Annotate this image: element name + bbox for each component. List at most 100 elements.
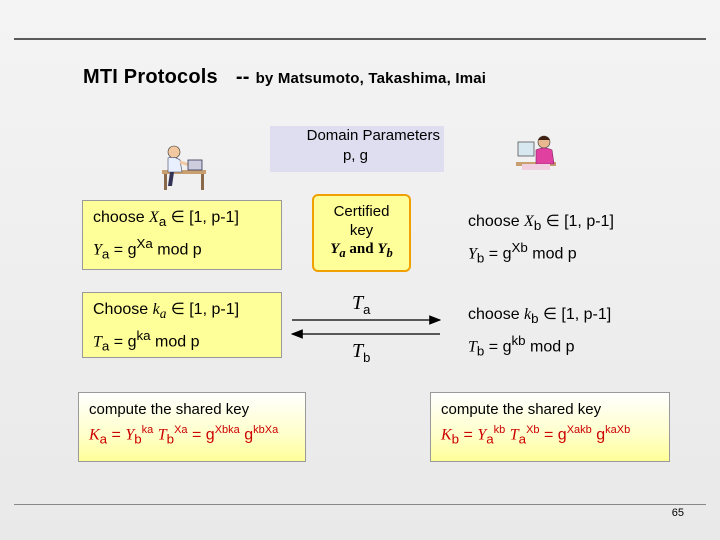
left-g1-exp: Xbka xyxy=(214,424,240,436)
message-tb-sub: b xyxy=(363,350,371,365)
left-g2: g xyxy=(244,426,254,444)
title-main: MTI Protocols xyxy=(83,66,218,88)
right-g2: g xyxy=(596,426,606,444)
right-eq1: = xyxy=(463,426,478,444)
message-ta-var: T xyxy=(352,292,364,314)
right-t-exp: kb xyxy=(511,333,526,349)
left-choose-x: choose Xa ∈ [1, p-1] xyxy=(93,207,271,233)
right-y-eq: = g xyxy=(488,245,512,263)
certified-line2: key xyxy=(349,222,374,239)
certified-line3: Ya and Yb xyxy=(314,240,409,263)
left-k-var: K xyxy=(89,426,100,444)
left-person-icon xyxy=(162,145,206,190)
right-choose-x-var: X xyxy=(524,213,534,230)
left-f-t-sub: b xyxy=(166,431,175,447)
certified-key-box: Certified key Ya and Yb xyxy=(312,194,411,272)
left-choose-x-sub: a xyxy=(158,214,167,230)
message-ta-sub: a xyxy=(363,302,371,317)
certified-yb-sub: b xyxy=(386,246,393,260)
right-shared-formula: Kb = Yakb TaXb = gXakb gkaXb xyxy=(441,424,659,447)
right-choose-k-prefix: choose xyxy=(468,306,520,323)
right-g2-exp: kaXb xyxy=(605,424,631,436)
right-ephemeral-card: choose kb ∈ [1, p-1] Tb = gkb mod p xyxy=(458,298,658,360)
left-f-y-exp: ka xyxy=(141,424,154,436)
right-k-var: K xyxy=(441,426,452,444)
right-choose-x-range: ∈ [1, p-1] xyxy=(545,213,614,230)
left-y-mod: mod p xyxy=(157,241,202,259)
right-choose-x-sub: b xyxy=(533,218,542,234)
left-y-sub: a xyxy=(101,246,110,262)
left-choose-x-prefix: choose xyxy=(93,209,145,226)
left-f-t: T xyxy=(157,426,167,444)
right-choose-k-var: k xyxy=(524,306,532,323)
certified-line1: Certified xyxy=(333,203,390,220)
right-t-sub: b xyxy=(476,343,485,359)
left-f-y-sub: b xyxy=(134,431,142,447)
certified-ya-sub: a xyxy=(339,246,346,260)
certified-ya: Y xyxy=(330,241,340,257)
right-y-exp: Xb xyxy=(511,240,528,256)
right-choose-x-prefix: choose xyxy=(468,213,520,230)
message-tb: Tb xyxy=(352,340,370,365)
left-t-mod: mod p xyxy=(155,333,200,351)
right-choose-k: choose kb ∈ [1, p-1] xyxy=(468,304,648,330)
left-compute-t: Ta = gka mod p xyxy=(93,325,271,358)
left-compute-y: Ya = gXa mod p xyxy=(93,233,271,266)
right-y-sub: b xyxy=(476,250,485,266)
left-choose-k: Choose ka ∈ [1, p-1] xyxy=(93,299,271,325)
right-shared-key-box: compute the shared key Kb = Yakb TaXb = … xyxy=(430,392,670,462)
right-choose-k-range: ∈ [1, p-1] xyxy=(543,306,612,323)
right-key-card: choose Xb ∈ [1, p-1] Yb = gXb mod p xyxy=(458,205,658,271)
right-t-eq: = g xyxy=(488,338,512,356)
left-choose-x-range: ∈ [1, p-1] xyxy=(170,209,239,226)
bottom-rule xyxy=(14,504,706,505)
left-t-var: T xyxy=(93,333,102,351)
right-shared-head: compute the shared key xyxy=(441,401,602,418)
left-shared-head: compute the shared key xyxy=(89,401,250,418)
left-y-exp: Xa xyxy=(136,236,153,252)
left-k-sub: a xyxy=(99,431,108,447)
left-key-card: choose Xa ∈ [1, p-1] Ya = gXa mod p xyxy=(82,200,282,270)
domain-parameters-values: p, g xyxy=(342,147,368,164)
left-f-t-exp: Xa xyxy=(174,424,188,436)
left-choose-k-sub: a xyxy=(159,306,167,322)
page-number: 65 xyxy=(671,507,684,519)
left-choose-k-var: k xyxy=(152,301,160,318)
title-authors: by Matsumoto, Takashima, Imai xyxy=(255,70,487,87)
left-shared-formula: Ka = Ybka TbXa = gXbka gkbXa xyxy=(89,424,295,447)
left-y-eq: = g xyxy=(113,241,137,259)
right-person-icon xyxy=(516,135,556,170)
right-g1-exp: Xakb xyxy=(566,424,592,436)
left-t-sub: a xyxy=(101,338,110,354)
left-choose-x-var: X xyxy=(149,209,159,226)
right-y-var: Y xyxy=(468,245,477,263)
right-choose-x: choose Xb ∈ [1, p-1] xyxy=(468,211,648,237)
right-compute-y: Yb = gXb mod p xyxy=(468,237,648,270)
domain-parameters-box: Domain Parameters p, g xyxy=(270,126,444,172)
right-f-y: Y xyxy=(477,426,487,444)
left-shared-key-box: compute the shared key Ka = Ybka TbXa = … xyxy=(78,392,306,462)
right-f-t-sub: a xyxy=(518,431,527,447)
right-t-mod: mod p xyxy=(530,338,575,356)
right-f-t: T xyxy=(509,426,519,444)
right-k-sub: b xyxy=(451,431,460,447)
slide-title: MTI Protocols -- by Matsumoto, Takashima, … xyxy=(83,66,486,89)
left-t-exp: ka xyxy=(136,328,151,344)
left-ephemeral-card: Choose ka ∈ [1, p-1] Ta = gka mod p xyxy=(82,292,282,358)
left-choose-k-prefix: Choose xyxy=(93,301,149,318)
left-g2-exp: kbXa xyxy=(253,424,279,436)
right-f-t-exp: Xb xyxy=(526,424,540,436)
message-ta: Ta xyxy=(352,292,370,317)
title-separator: -- xyxy=(235,66,250,88)
certified-and: and xyxy=(345,241,378,257)
right-f-y-sub: a xyxy=(486,431,494,447)
certified-yb: Y xyxy=(377,241,387,257)
right-y-mod: mod p xyxy=(532,245,577,263)
left-f-y: Y xyxy=(125,426,135,444)
domain-parameters-label: Domain Parameters xyxy=(306,127,440,144)
left-choose-k-range: ∈ [1, p-1] xyxy=(170,301,240,318)
right-choose-k-sub: b xyxy=(531,311,539,327)
message-tb-var: T xyxy=(352,340,364,362)
right-f-y-exp: kb xyxy=(493,424,506,436)
